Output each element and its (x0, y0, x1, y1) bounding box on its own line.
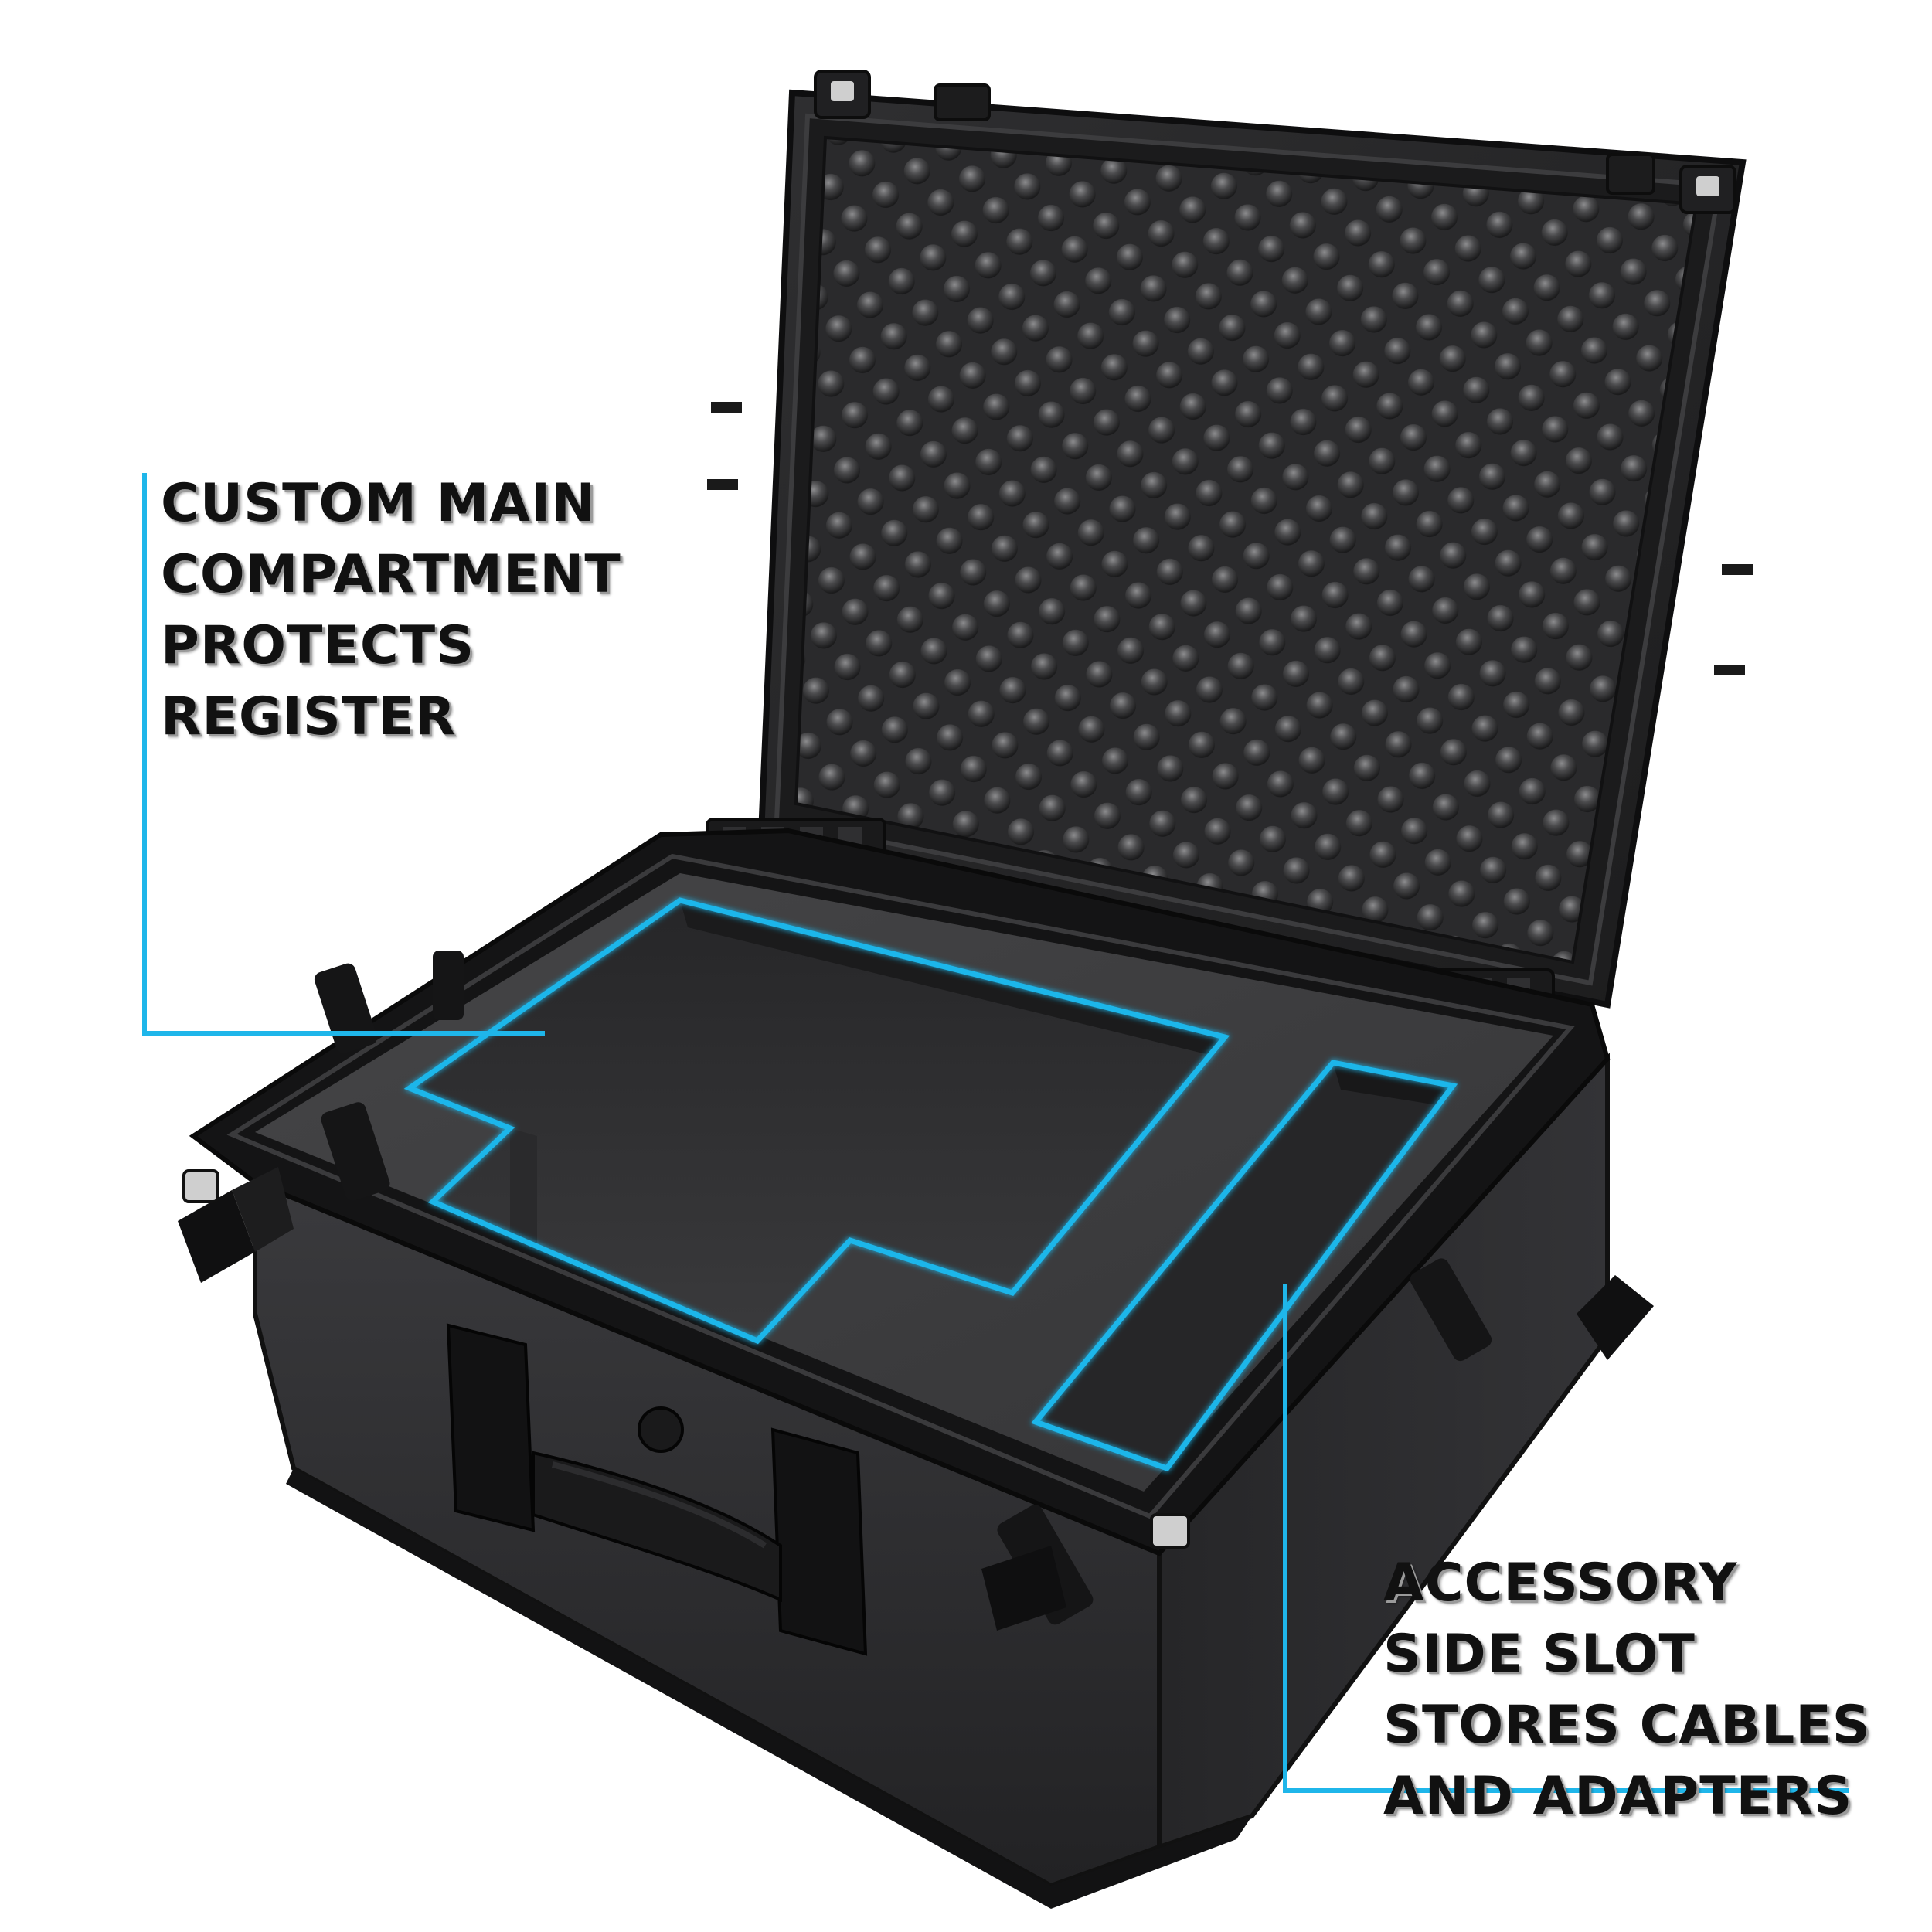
side-slot-callout: ACCESSORY SIDE SLOT STORES CABLES AND AD… (1383, 1548, 1871, 1832)
main-compartment-leader-line (142, 473, 545, 1036)
padlock-hole-icon (831, 81, 854, 101)
latch-icon (178, 951, 1654, 1631)
padlock-hole-icon (1696, 176, 1719, 196)
side-slot-outline (1031, 1060, 1458, 1472)
callout-leader-lines (142, 473, 1849, 1793)
main-compartment-outline (403, 897, 1230, 1345)
main-compartment-callout: CUSTOM MAIN COMPARTMENT PROTECTS REGISTE… (161, 468, 621, 753)
padlock-hole-icon (182, 1169, 219, 1203)
compartment-highlight-outlines (403, 897, 1458, 1472)
handle-icon (446, 1323, 868, 1656)
side-slot-leader-line (1283, 1284, 1849, 1793)
callout-line: ACCESSORY (1383, 1553, 1738, 1614)
callout-line: COMPARTMENT (161, 544, 621, 605)
callout-line: STORES CABLES (1383, 1695, 1871, 1756)
case-lid (707, 70, 1753, 1009)
padlock-hole-icon (1150, 1513, 1190, 1549)
callout-line: CUSTOM MAIN (161, 473, 597, 534)
callout-line: REGISTER (161, 686, 457, 747)
callout-line: PROTECTS (161, 615, 475, 676)
callout-line: SIDE SLOT (1383, 1624, 1696, 1685)
callout-line: AND ADAPTERS (1383, 1766, 1853, 1827)
